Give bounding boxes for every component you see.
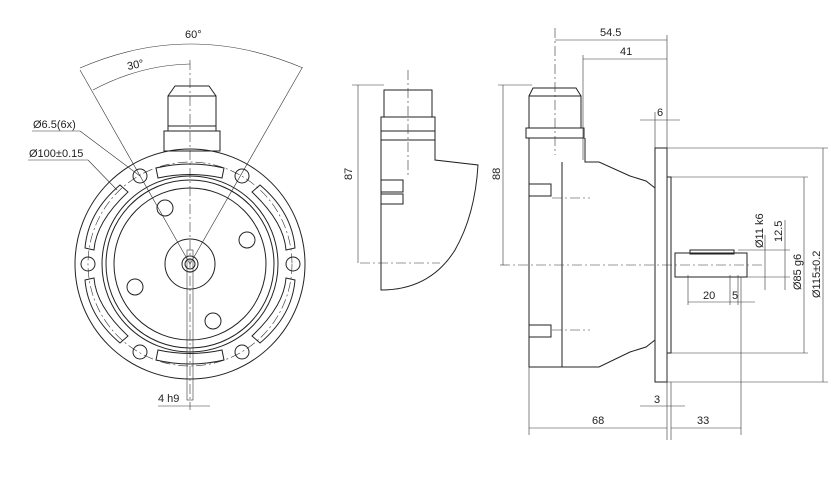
dim-3: 3 <box>654 394 660 406</box>
dim-41: 41 <box>620 46 632 58</box>
dim-shaft-diameter: Ø11 k6 <box>754 213 766 248</box>
bolt-circle-label: Ø100±0.15 <box>29 148 83 160</box>
dim-5: 5 <box>732 290 738 302</box>
angle-30-label: 30° <box>126 58 145 73</box>
angle-arc-60 <box>79 43 304 69</box>
angle-60-label: 60° <box>185 29 202 41</box>
dim-33: 33 <box>697 415 709 427</box>
mounting-holes <box>80 168 301 360</box>
dim-flange-diameter: Ø115±0.2 <box>811 251 823 298</box>
height-87-label: 87 <box>343 168 355 180</box>
front-view: 60° 30° Ø6.5(6x) Ø100±0.15 4 h9 <box>28 29 306 410</box>
profile-view: 54.5 41 88 6 Ø11 k6 12.5 Ø85 g6 Ø115±0.2… <box>491 27 828 440</box>
side-view: 87 <box>343 70 479 291</box>
cable-gland <box>163 85 221 152</box>
dim-20: 20 <box>703 290 715 302</box>
dim-68: 68 <box>592 415 604 427</box>
bolt-circle <box>87 161 293 367</box>
angle-arc-30 <box>92 63 191 91</box>
hole-label: Ø6.5(6x) <box>33 119 76 131</box>
dim-pilot-diameter: Ø85 g6 <box>792 254 804 290</box>
key-width-label: 4 h9 <box>158 393 179 405</box>
dim-54-5: 54.5 <box>600 27 621 39</box>
dim-88: 88 <box>491 168 503 180</box>
dim-12-5: 12.5 <box>773 221 785 242</box>
dim-6: 6 <box>657 107 663 119</box>
